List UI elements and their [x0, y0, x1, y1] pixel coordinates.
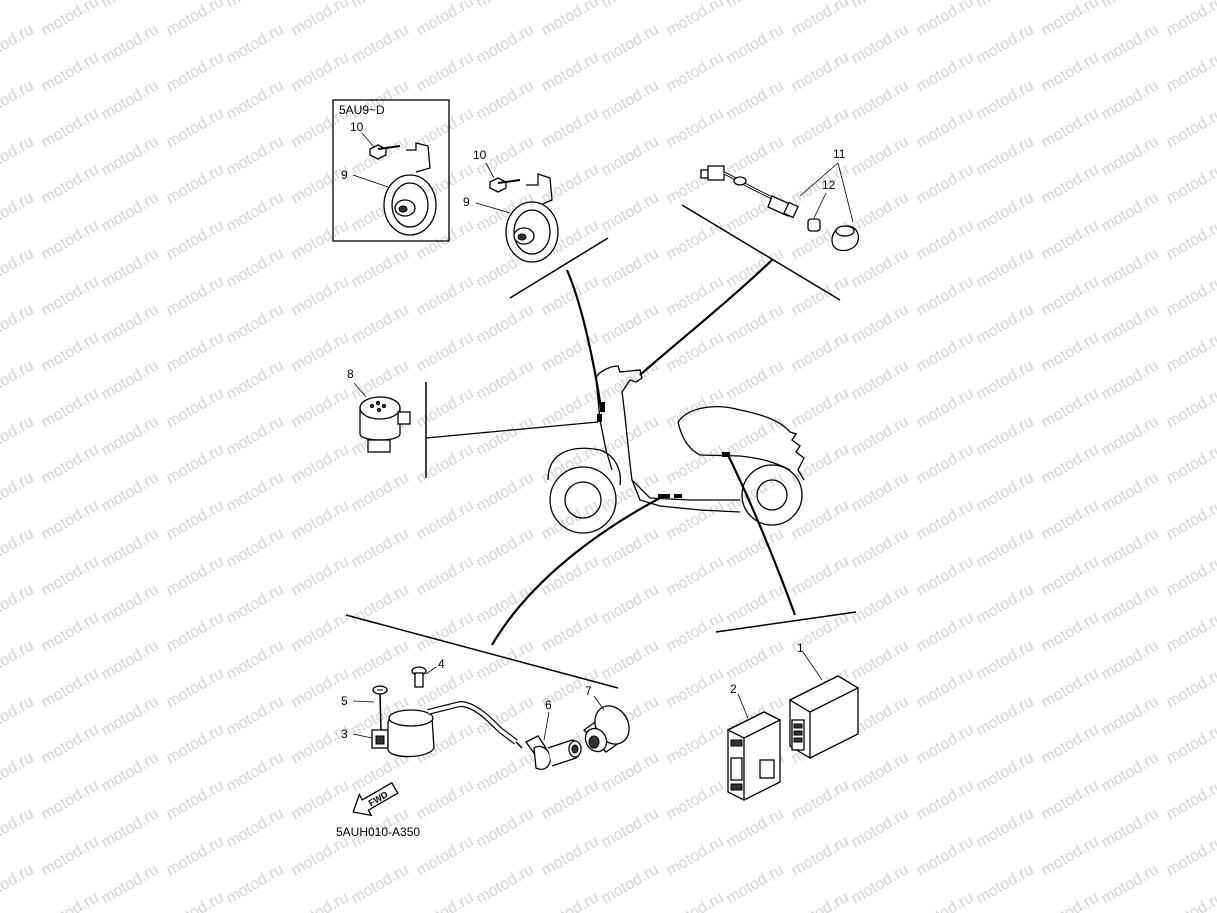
inset-label: 5AU9~D: [339, 103, 385, 117]
callout-11: 11: [833, 147, 846, 161]
inset-box: 5AU9~D 10 9: [332, 99, 450, 242]
callout-9: 9: [463, 195, 470, 209]
bulb-socket-icon: [767, 195, 799, 219]
callout-7: 7: [585, 684, 592, 698]
screw-5-icon: [372, 685, 388, 731]
callout-2: 2: [730, 682, 737, 696]
rubber-cap-icon: [831, 225, 860, 252]
bulb-bracket-line: [681, 204, 841, 301]
callout-8: 8: [347, 367, 354, 381]
bolt-4-icon: [411, 666, 427, 688]
inset-horn-icon: [383, 142, 437, 236]
callout-10-inset: 10: [350, 120, 364, 134]
callout-3: 3: [341, 727, 348, 741]
bulb-socket-group: 11 12: [681, 147, 860, 301]
cdi-group: 1 2: [715, 611, 860, 801]
inset-bolt-icon: [369, 144, 401, 160]
fwd-arrow-icon: FWD: [352, 781, 399, 817]
ignition-coil-icon: [371, 700, 523, 758]
callout-5: 5: [341, 694, 348, 708]
ignition-coil-group: 4 5 3: [341, 614, 630, 770]
bulb-icon: [807, 218, 821, 232]
horn-group: 10 9: [463, 148, 609, 299]
callout-1: 1: [797, 641, 804, 655]
callout-10: 10: [473, 148, 487, 162]
regulator-icon: [726, 711, 782, 801]
callout-9-inset: 9: [341, 168, 348, 182]
callout-12: 12: [822, 178, 836, 192]
relay-group: 8: [347, 367, 427, 478]
leader-lines: [425, 259, 797, 646]
horn-icon: [505, 173, 559, 263]
spark-plug-cover-icon: [582, 705, 630, 753]
scooter-outline: [547, 365, 805, 534]
cdi-unit-icon: [788, 675, 860, 759]
figure-code: 5AUH010-A350: [336, 825, 420, 839]
coil-bracket-line: [345, 614, 619, 689]
cdi-bracket-line: [715, 611, 857, 633]
callout-4: 4: [438, 657, 445, 671]
spark-plug-cap-icon: [525, 735, 582, 770]
flasher-relay-icon: [359, 396, 411, 453]
horn-bracket-line: [509, 237, 609, 299]
horn-bolt-icon: [489, 177, 521, 193]
wire-connector-icon: [700, 165, 777, 202]
callout-6: 6: [545, 698, 552, 712]
